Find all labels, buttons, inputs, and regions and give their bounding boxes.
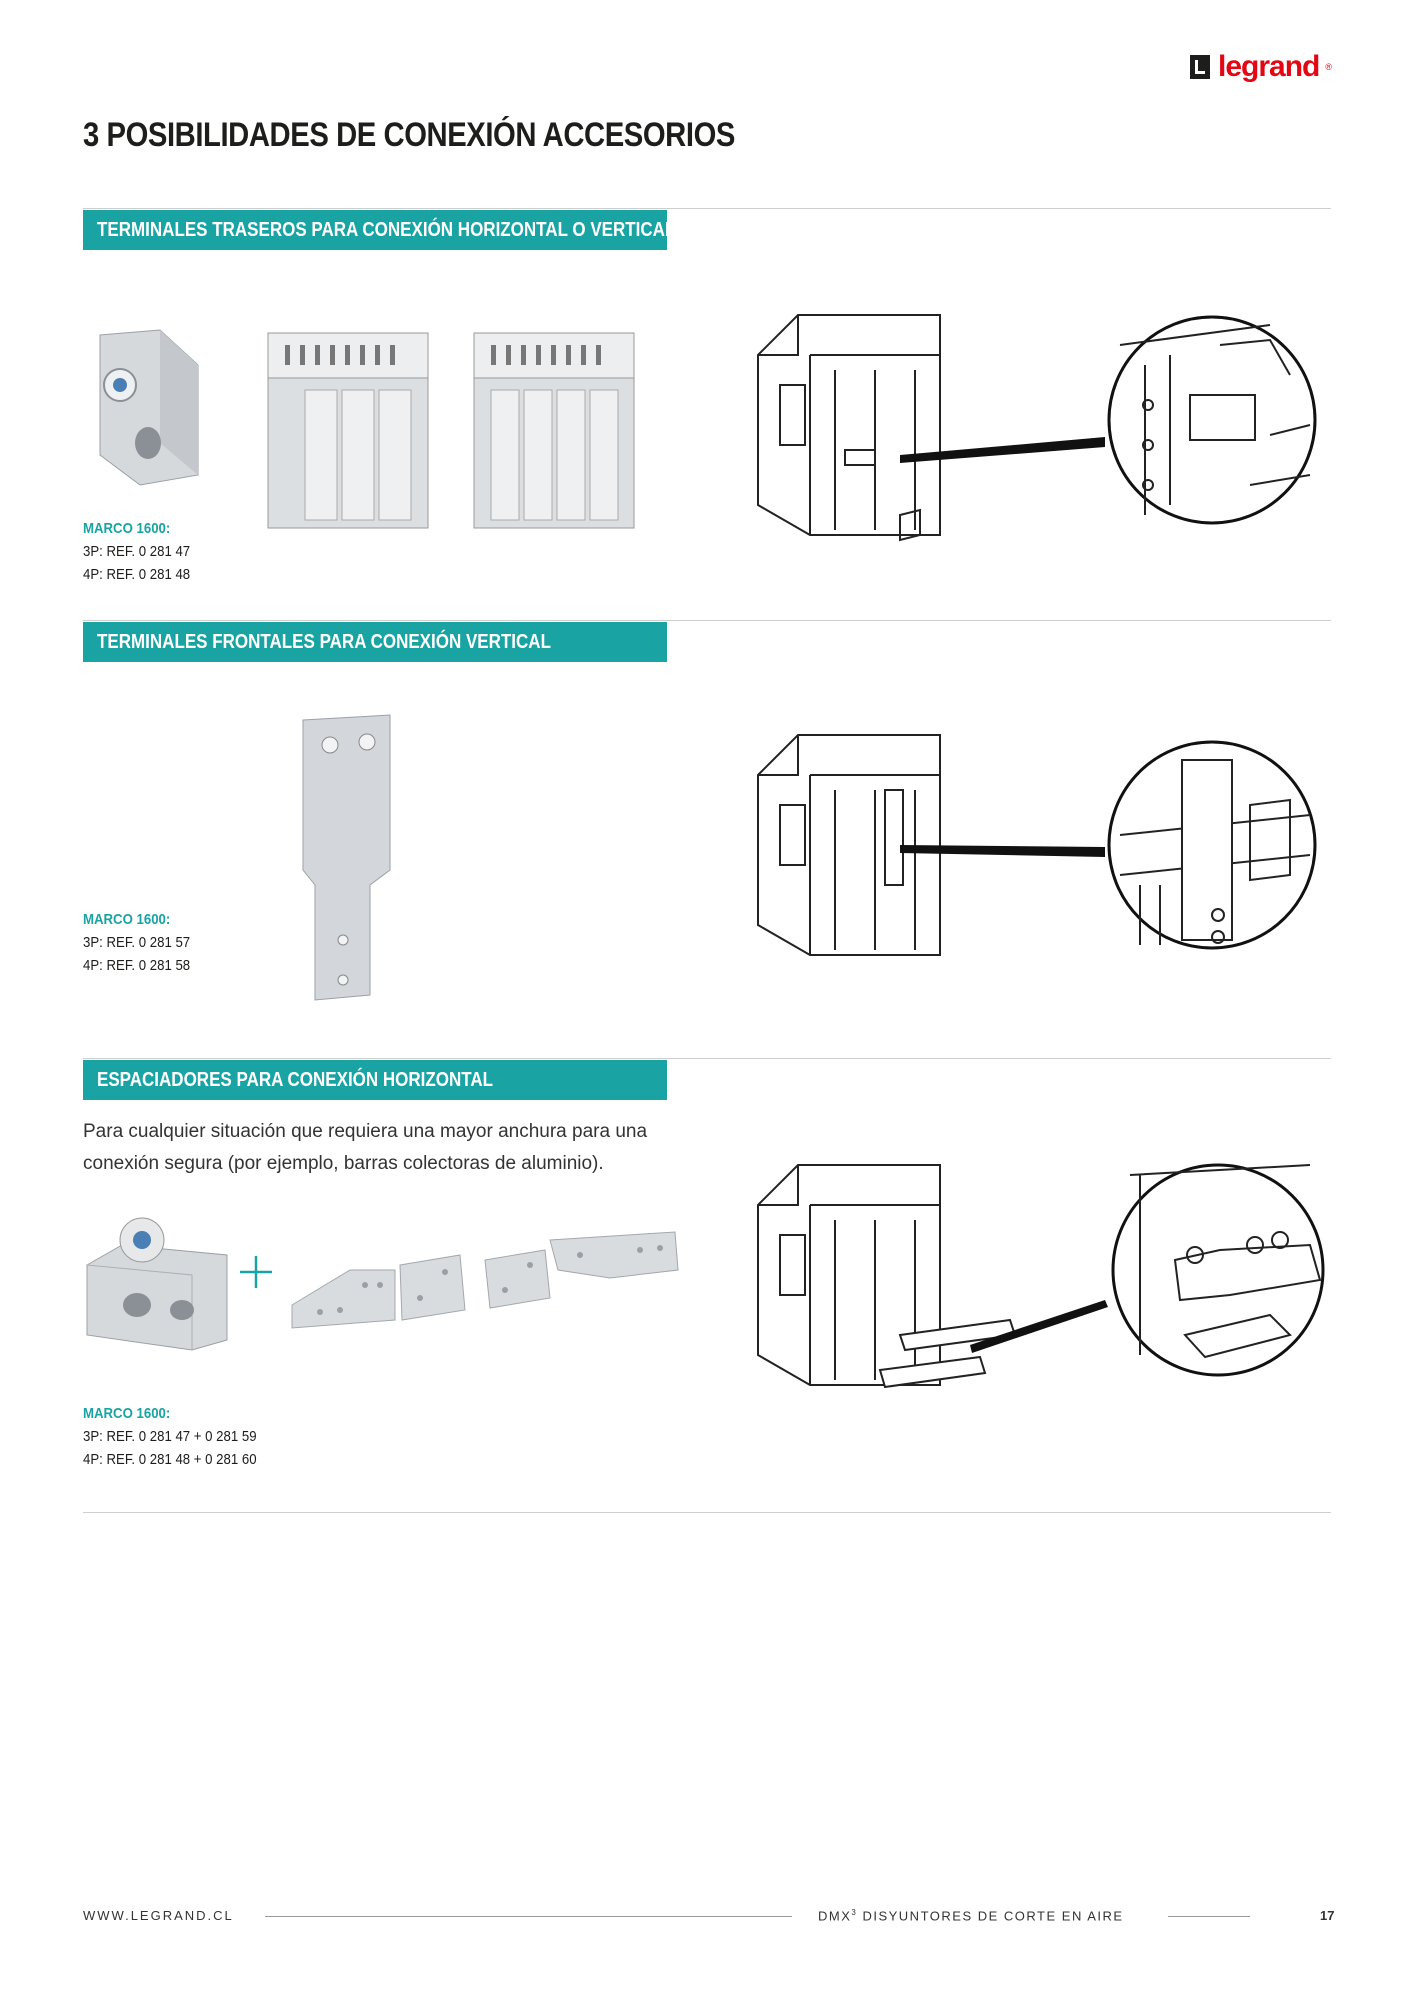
front-connection-diagram [757,734,1317,956]
brand-reg: ® [1325,62,1332,72]
section-divider [83,1512,1331,1513]
breaker-4p-photo [473,332,635,529]
brand-name: legrand [1218,50,1320,83]
section-refs: MARCO 1600: 3P: REF. 0 281 47 4P: REF. 0… [83,517,205,586]
section-title-bar: TERMINALES TRASEROS PARA CONEXIÓN HORIZO… [83,210,675,250]
footer-rule [265,1916,792,1917]
section-divider [83,208,1331,209]
section-divider [83,620,1331,621]
rear-connection-diagram [757,314,1317,542]
front-terminal-photo [302,714,391,1001]
footer-doc-title: DMX3 DISYUNTORES DE CORTE EN AIRE [818,1908,1124,1923]
section-divider [83,1058,1331,1059]
refs-label: MARCO 1600: [83,1405,171,1422]
section-refs: MARCO 1600: 3P: REF. 0 281 47 + 0 281 59… [83,1402,280,1471]
section-title-bar: TERMINALES FRONTALES PARA CONEXIÓN VERTI… [83,622,667,662]
footer-rule [1168,1916,1250,1917]
page-title: 3 POSIBILIDADES DE CONEXIÓN ACCESORIOS [83,116,735,154]
section-title: TERMINALES FRONTALES PARA CONEXIÓN VERTI… [97,631,551,653]
ref-line: 3P: REF. 0 281 47 + 0 281 59 [83,1428,257,1445]
footer-website[interactable]: WWW.LEGRAND.CL [83,1908,234,1923]
breaker-3p-photo [267,332,429,529]
doc-sup: 3 [851,1908,858,1917]
refs-label: MARCO 1600: [83,520,171,537]
ref-line: 3P: REF. 0 281 57 [83,934,191,951]
section-description: Para cualquier situación que requiera un… [83,1121,648,1174]
spacer-connection-diagram [757,1163,1325,1389]
page-number: 17 [1320,1908,1335,1923]
section-title: ESPACIADORES PARA CONEXIÓN HORIZONTAL [97,1069,494,1091]
ref-line: 4P: REF. 0 281 58 [83,957,191,974]
doc-title-text: DISYUNTORES DE CORTE EN AIRE [857,1908,1124,1924]
plus-icon [240,1256,272,1288]
doc-prefix: DMX [818,1908,852,1924]
ref-line: 4P: REF. 0 281 48 + 0 281 60 [83,1451,257,1468]
spacer-terminal-photo [86,1217,228,1351]
ref-line: 4P: REF. 0 281 48 [83,566,191,583]
spacer-plates-photo [291,1231,679,1329]
section-title-bar: ESPACIADORES PARA CONEXIÓN HORIZONTAL [83,1060,667,1100]
section-refs: MARCO 1600: 3P: REF. 0 281 57 4P: REF. 0… [83,908,205,977]
rear-terminal-photo [99,329,199,486]
ref-line: 3P: REF. 0 281 47 [83,543,191,560]
refs-label: MARCO 1600: [83,911,171,928]
legrand-logo-icon [1190,55,1210,79]
section-title: TERMINALES TRASEROS PARA CONEXIÓN HORIZO… [97,219,676,241]
legrand-logo: legrand ® [1188,52,1332,82]
